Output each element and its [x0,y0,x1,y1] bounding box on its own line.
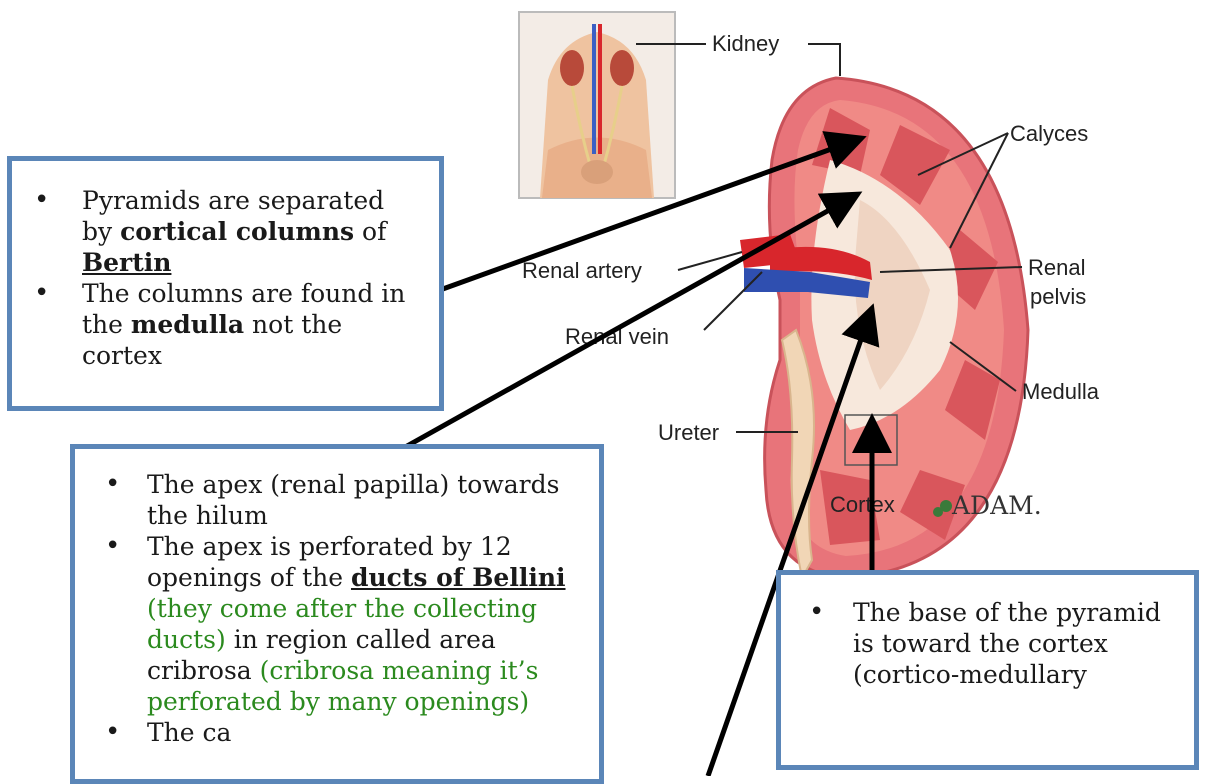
callout-cortical-columns-list: • Pyramids are separated by cortical col… [82,185,421,371]
bullet-apex-perforated: • The apex is perforated by 12 openings … [147,531,585,717]
bullet-columns-found: • The columns are found in the medulla n… [82,278,421,371]
bullet-pyramids-separated: • Pyramids are separated by cortical col… [82,185,421,278]
label-kidney: Kidney [712,31,779,56]
adam-logo-text: ADAM. [951,491,1042,520]
bullet-apex-hilum: • The apex (renal papilla) towards the h… [147,469,585,531]
bullet-apex-partial: • The ca [147,717,585,748]
label-renal-artery: Renal artery [522,258,642,283]
bullet-base-toward-cortex: • The base of the pyramid is toward the … [853,597,1180,690]
callout-pyramid-base: • The base of the pyramid is toward the … [776,570,1199,770]
callout-pyramid-base-list: • The base of the pyramid is toward the … [853,597,1180,690]
callout-apex: • The apex (renal papilla) towards the h… [70,444,604,784]
label-ureter: Ureter [658,420,719,445]
label-medulla: Medulla [1022,379,1100,404]
label-renal-pelvis-line2: pelvis [1030,284,1086,309]
label-renal-pelvis-line1: Renal [1028,255,1085,280]
body-inset [519,12,675,198]
callout-cortical-columns: • Pyramids are separated by cortical col… [7,156,444,411]
callout-apex-list: • The apex (renal papilla) towards the h… [147,469,585,748]
label-calyces: Calyces [1010,121,1088,146]
label-cortex: Cortex [830,492,895,517]
